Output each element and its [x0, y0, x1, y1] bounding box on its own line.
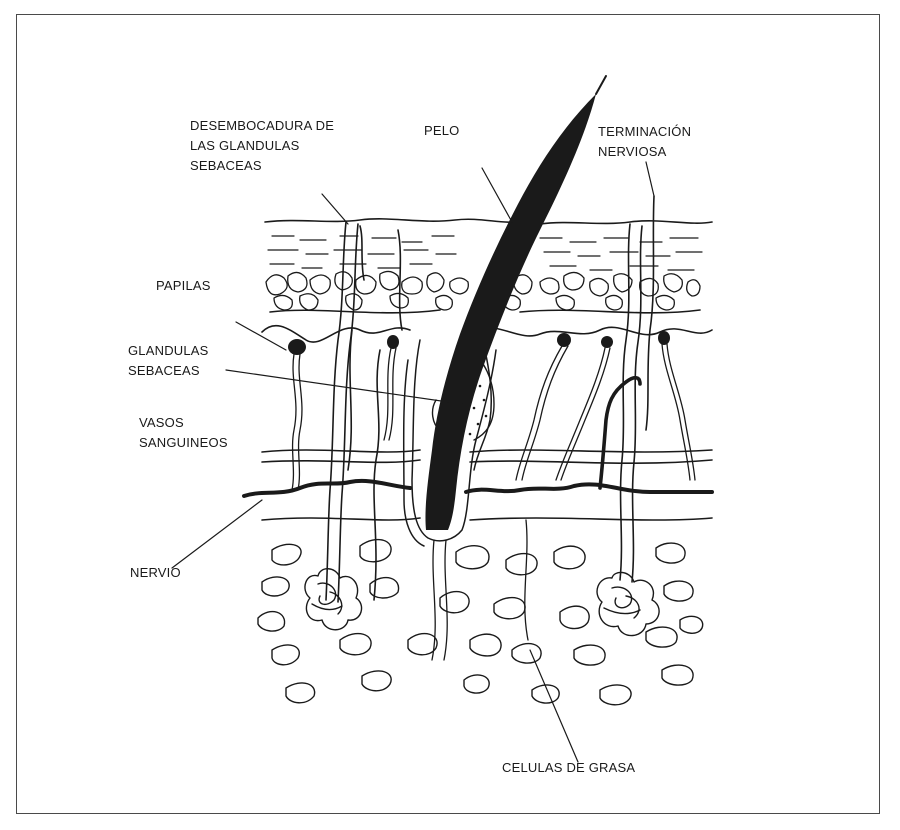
label-celulas-de-grasa: CELULAS DE GRASA: [502, 758, 635, 778]
right-sweat-gland: [597, 572, 659, 635]
label-desembocadura: DESEMBOCADURA DE LAS GLANDULAS SEBACEAS: [190, 116, 334, 176]
hair-tip: [596, 76, 606, 94]
left-sweat-gland: [305, 569, 362, 630]
nerve: [244, 481, 712, 496]
hair-shaft: [425, 94, 596, 530]
dermis-line-1: [262, 450, 712, 452]
dermis-line-2: [262, 460, 712, 463]
deep-vessels: [432, 520, 528, 660]
epidermis-texture: [268, 236, 702, 270]
epidermis-surface: [265, 219, 712, 224]
right-duct: [620, 196, 654, 582]
label-vasos-sanguineos: VASOS SANGUINEOS: [139, 413, 228, 453]
label-pelo: PELO: [424, 121, 459, 141]
label-glandulas-sebaceas: GLANDULAS SEBACEAS: [128, 341, 209, 381]
label-papilas: PAPILAS: [156, 276, 211, 296]
label-terminacion-nerviosa: TERMINACIÓN NERVIOSA: [598, 122, 691, 162]
fat-cells: [258, 540, 703, 705]
label-nervio: NERVIO: [130, 563, 181, 583]
